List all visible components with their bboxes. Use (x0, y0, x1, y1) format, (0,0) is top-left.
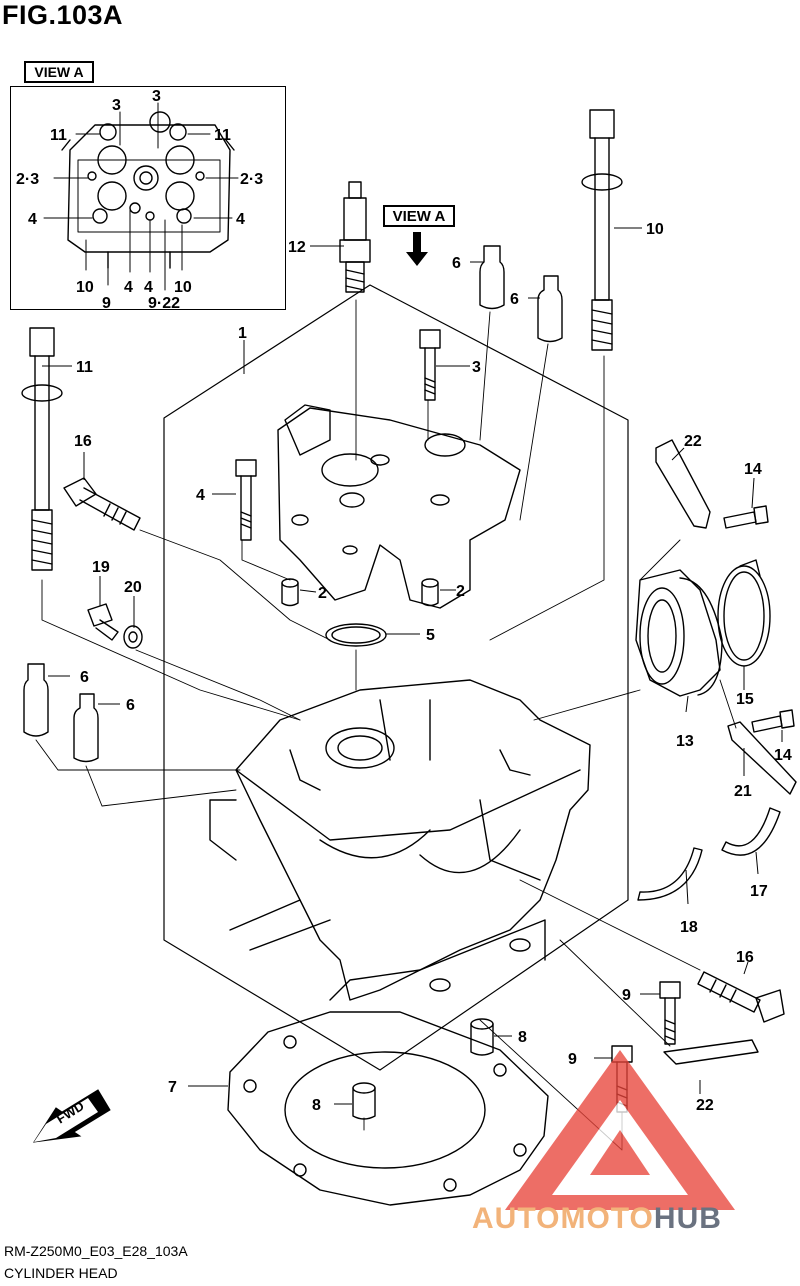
callout-22a: 22 (684, 433, 702, 450)
view-a-callout: 2·3 (240, 171, 263, 188)
callout-5: 5 (426, 627, 435, 644)
view-a-callout: 9·22 (148, 295, 180, 312)
callout-20: 20 (124, 579, 142, 596)
callout-8a: 8 (518, 1029, 527, 1046)
callout-12: 12 (288, 239, 306, 256)
watermark-brand-part2: HUB (653, 1202, 722, 1235)
callout-6d: 6 (126, 697, 135, 714)
bolt-14b (751, 709, 795, 733)
view-a-arrow-label: VIEW A (393, 208, 446, 225)
fwd-arrow-icon: FWD (32, 1089, 111, 1143)
bolt-16b (697, 971, 785, 1023)
watermark-brand: AUTOMOTOHUB (472, 1202, 722, 1236)
view-a-callout: 3 (112, 97, 121, 114)
watermark-brand-part1: AUTOMOTO (472, 1202, 654, 1235)
assembly-frame (163, 284, 629, 1071)
view-a-leaders (43, 102, 239, 291)
valve-guide-6b (537, 275, 563, 343)
intake-pipe-13 (635, 569, 723, 697)
callout-6b: 6 (510, 291, 519, 308)
camshaft-housing (277, 404, 521, 609)
callout-18: 18 (680, 919, 698, 936)
bracket-22a (655, 439, 711, 529)
view-a-arrow: VIEW A (383, 205, 455, 266)
callout-13: 13 (676, 733, 694, 750)
view-a-callout: 4 (28, 211, 37, 228)
callout-6a: 6 (452, 255, 461, 272)
callout-11: 11 (76, 359, 93, 376)
half-ring-18 (637, 847, 703, 901)
callout-14b: 14 (774, 747, 792, 764)
view-a-callout: 10 (76, 279, 94, 296)
callout-10: 10 (646, 221, 664, 238)
valve-guide-6d (73, 693, 99, 763)
callout-16b: 16 (736, 949, 754, 966)
stud-bolt-11 (21, 327, 63, 571)
callout-label-group: 1 2 2 3 4 5 11 12 6 6 10 16 19 20 6 6 22… (74, 221, 792, 1114)
plug-19 (87, 603, 119, 641)
callout-1: 1 (238, 325, 247, 342)
half-ring-17 (721, 807, 781, 856)
view-a-callout-group: 3 3 11 11 2·3 2·3 4 4 10 9 4 4 9·22 10 (16, 88, 263, 312)
spark-plug-12 (339, 181, 371, 293)
bracket-21 (727, 721, 797, 795)
callout-19: 19 (92, 559, 110, 576)
callout-6c: 6 (80, 669, 89, 686)
view-a-callout: 10 (174, 279, 192, 296)
dowel-pin-2a (281, 578, 299, 607)
bolt-14a (723, 505, 769, 529)
callout-21: 21 (734, 783, 752, 800)
callout-8b: 8 (312, 1097, 321, 1114)
callout-16a: 16 (74, 433, 92, 450)
callout-15: 15 (736, 691, 754, 708)
dowel-pin-8b (352, 1082, 376, 1120)
callout-3: 3 (472, 359, 481, 376)
view-a-callout: 11 (214, 127, 231, 144)
view-a-callout: 4 (124, 279, 133, 296)
view-a-callout: 9 (102, 295, 111, 312)
figure-name: CYLINDER HEAD (4, 1265, 118, 1281)
view-a-head-outline (61, 111, 235, 269)
dowel-pin-8a (470, 1018, 494, 1056)
callout-22b: 22 (696, 1097, 714, 1114)
view-a-callout: 2·3 (16, 171, 39, 188)
callout-9a: 9 (622, 987, 631, 1004)
o-ring-5 (325, 623, 387, 647)
valve-guide-6c (23, 663, 49, 737)
cylinder-gasket-7 (227, 1011, 549, 1206)
valve-guide-6a (479, 245, 505, 310)
cylinder-head-body (209, 679, 591, 1001)
stud-bolt-10 (581, 109, 623, 351)
figure-title: FIG.103A (2, 0, 124, 30)
bolt-3 (419, 329, 441, 401)
view-a-callout: 11 (50, 127, 67, 144)
bolt-16a (63, 477, 141, 531)
view-a-callout: 3 (152, 88, 161, 105)
assembly-guide-lines (35, 299, 737, 1151)
dowel-pin-2b (421, 578, 439, 607)
bracket-22b (663, 1039, 759, 1065)
callout-9b: 9 (568, 1051, 577, 1068)
bolt-4 (235, 459, 257, 541)
watermark-triangle (505, 1050, 735, 1210)
callout-4: 4 (196, 487, 205, 504)
view-a-inset-frame (10, 86, 286, 310)
hose-clamp-15 (717, 559, 771, 667)
view-a-tag: VIEW A (24, 61, 94, 83)
callout-14a: 14 (744, 461, 762, 478)
callout-17: 17 (750, 883, 768, 900)
callout-7: 7 (168, 1079, 177, 1096)
view-a-callout: 4 (236, 211, 245, 228)
figure-code: RM-Z250M0_E03_E28_103A (4, 1243, 188, 1259)
washer-20 (123, 625, 143, 649)
callout-leaders (42, 227, 783, 1105)
bolt-9a (659, 981, 681, 1045)
callout-2b: 2 (456, 583, 465, 600)
callout-2a: 2 (318, 585, 327, 602)
view-a-callout: 4 (144, 279, 153, 296)
